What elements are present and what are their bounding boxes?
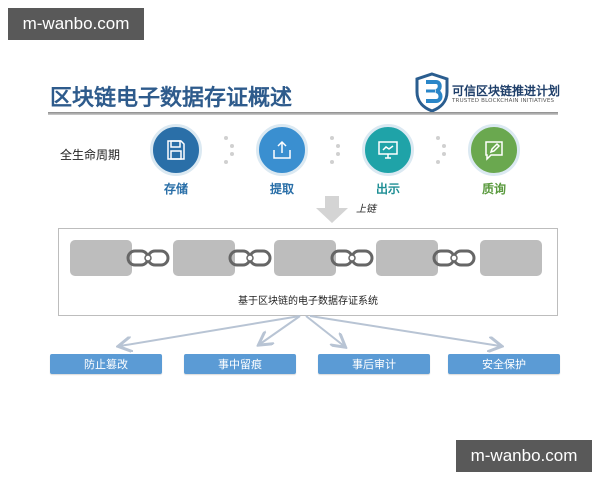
dots-separator — [222, 136, 236, 166]
upload-icon — [273, 140, 291, 159]
onchain-label: 上链 — [356, 204, 376, 215]
edit-comment-icon — [485, 141, 503, 161]
step-label-present: 出示 — [375, 182, 400, 196]
logo-text-cn: 可信区块链推进计划 — [452, 84, 561, 98]
presentation-icon — [378, 141, 398, 159]
step-challenge — [468, 124, 520, 176]
block — [70, 240, 132, 276]
step-store — [150, 124, 202, 176]
feature-in-process-trace: 事中留痕 — [184, 354, 296, 374]
block — [274, 240, 336, 276]
dots-separator — [328, 136, 342, 166]
logo-text-en: TRUSTED BLOCKCHAIN INITIATIVES — [452, 98, 555, 104]
step-present — [362, 124, 414, 176]
floppy-disk-icon — [167, 140, 185, 160]
chain-link-icon — [330, 249, 374, 267]
chain-link-icon — [126, 249, 170, 267]
block — [173, 240, 235, 276]
chain-link-icon — [432, 249, 476, 267]
page-title: 区块链电子数据存证概述 — [50, 86, 293, 111]
shield-b-icon — [415, 72, 449, 112]
step-extract — [256, 124, 308, 176]
system-caption: 基于区块链的电子数据存证系统 — [238, 296, 378, 307]
feature-post-audit: 事后审计 — [318, 354, 430, 374]
feature-security: 安全保护 — [448, 354, 560, 374]
step-label-extract: 提取 — [269, 182, 294, 196]
watermark-bottom: m-wanbo.com — [456, 440, 592, 472]
chain-link-icon — [228, 249, 272, 267]
arrow-down-icon — [316, 196, 348, 223]
title-divider — [48, 112, 558, 115]
dots-separator — [434, 136, 448, 166]
lifecycle-label: 全生命周期 — [60, 148, 121, 162]
feature-tamper-proof: 防止篡改 — [50, 354, 162, 374]
step-label-store: 存储 — [163, 182, 188, 196]
block — [480, 240, 542, 276]
watermark-top: m-wanbo.com — [8, 8, 144, 40]
step-label-challenge: 质询 — [481, 182, 506, 196]
block — [376, 240, 438, 276]
